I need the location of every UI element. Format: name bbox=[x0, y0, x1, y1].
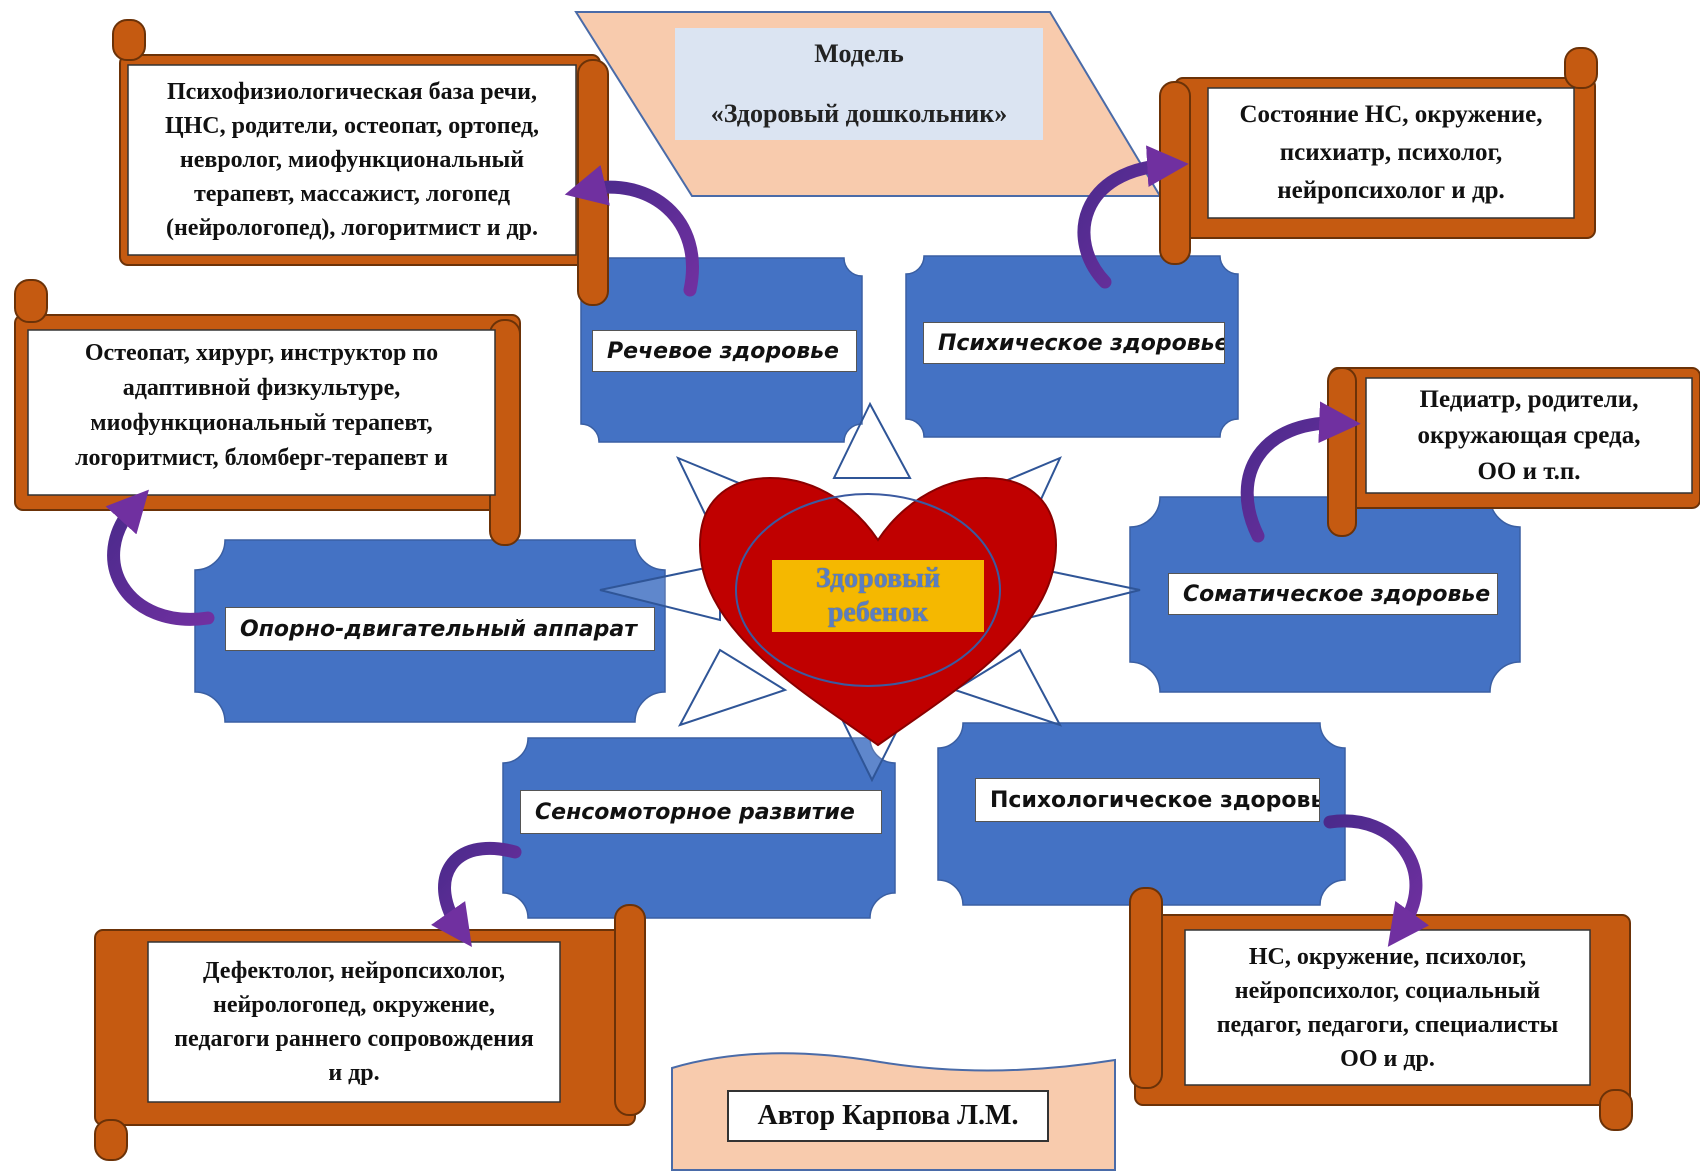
scroll-speech-line: (нейрологопед), логоритмист и др. bbox=[165, 215, 539, 241]
scroll-musculoskeletal-line: адаптивной физкультуре, bbox=[122, 375, 401, 401]
scroll-mental-line: нейропсихолог и др. bbox=[1277, 177, 1505, 204]
scroll-text-mental: Состояние НС, окружение, психиатр, психо… bbox=[1210, 90, 1572, 216]
scroll-mental-line: Состояние НС, окружение, bbox=[1239, 101, 1543, 128]
arrow-somatic bbox=[1240, 401, 1361, 543]
title-box: Модель «Здоровый дошкольник» bbox=[675, 28, 1043, 140]
title-line-1: Модель bbox=[814, 39, 904, 68]
arrow-speech bbox=[564, 165, 699, 297]
scroll-text-musculoskeletal: Остеопат, хирург, инструктор по адаптивн… bbox=[30, 332, 493, 482]
scroll-sensorimotor bbox=[94, 904, 646, 1161]
scroll-somatic-line: окружающая среда, bbox=[1417, 421, 1641, 449]
center-line-1: Здоровый bbox=[815, 563, 941, 594]
author-label: Автор Карпова Л.М. bbox=[727, 1090, 1049, 1142]
scroll-text-sensorimotor: Дефектолог, нейропсихолог, нейрологопед,… bbox=[150, 944, 558, 1100]
scroll-somatic-line: Педиатр, родители, bbox=[1419, 385, 1639, 413]
scroll-text-speech: Психофизиологическая база речи, ЦНС, род… bbox=[130, 67, 574, 253]
scroll-psychological-line: ОО и др. bbox=[1340, 1045, 1435, 1072]
area-label-somatic: Соматическое здоровье bbox=[1168, 573, 1498, 615]
scroll-musculoskeletal-line: Остеопат, хирург, инструктор по bbox=[84, 340, 439, 366]
center-line-2: ребенок bbox=[827, 597, 929, 628]
scroll-speech-line: невролог, миофункциональный bbox=[179, 147, 525, 173]
scroll-sensorimotor-line: Дефектолог, нейропсихолог, bbox=[202, 958, 506, 984]
scroll-psychological-line: педагог, педагоги, специалисты bbox=[1216, 1011, 1559, 1038]
scroll-psychological-line: нейропсихолог, социальный bbox=[1234, 977, 1541, 1004]
area-label-mental: Психическое здоровье bbox=[923, 322, 1225, 364]
scroll-musculoskeletal-line: миофункциональный терапевт, bbox=[90, 410, 433, 436]
scroll-sensorimotor-line: нейрологопед, окружение, bbox=[213, 992, 495, 1018]
center-label: Здоровый ребенок bbox=[772, 560, 984, 632]
area-label-psychological: Психологическое здоровье bbox=[975, 778, 1320, 822]
scroll-musculoskeletal-line: логоритмист, бломберг-терапевт и bbox=[75, 445, 448, 471]
arrow-sensorimotor bbox=[431, 841, 522, 948]
scroll-speech-line: терапевт, массажист, логопед bbox=[193, 181, 511, 207]
scroll-text-somatic: Педиатр, родители, окружающая среда, ОО … bbox=[1368, 380, 1690, 491]
scroll-somatic-line: ОО и т.п. bbox=[1477, 457, 1581, 485]
scroll-speech-line: Психофизиологическая база речи, bbox=[166, 79, 537, 105]
arrow-mental bbox=[1077, 145, 1189, 289]
scroll-psychological bbox=[1129, 887, 1633, 1131]
area-label-sensorimotor: Сенсомоторное развитие bbox=[520, 790, 882, 834]
scroll-mental bbox=[1159, 47, 1598, 265]
scroll-mental-line: психиатр, психолог, bbox=[1279, 139, 1503, 166]
scroll-text-psychological: НС, окружение, психолог, нейропсихолог, … bbox=[1187, 932, 1588, 1083]
scroll-musculoskeletal bbox=[14, 279, 521, 546]
scroll-sensorimotor-line: педагоги раннего сопровождения bbox=[174, 1026, 534, 1052]
arrow-musculoskeletal bbox=[105, 489, 215, 626]
scroll-speech-line: ЦНС, родители, остеопат, ортопед, bbox=[164, 113, 540, 139]
heart-inner-ellipse bbox=[735, 493, 1001, 687]
scroll-sensorimotor-line: и др. bbox=[328, 1060, 380, 1086]
title-line-2: «Здоровый дошкольник» bbox=[710, 99, 1008, 128]
area-label-speech: Речевое здоровье bbox=[592, 330, 857, 372]
scroll-speech bbox=[112, 19, 609, 306]
arrow-psychological bbox=[1323, 814, 1430, 947]
area-label-musculoskeletal: Опорно-двигательный аппарат bbox=[225, 607, 655, 651]
scroll-psychological-line: НС, окружение, психолог, bbox=[1248, 943, 1527, 970]
